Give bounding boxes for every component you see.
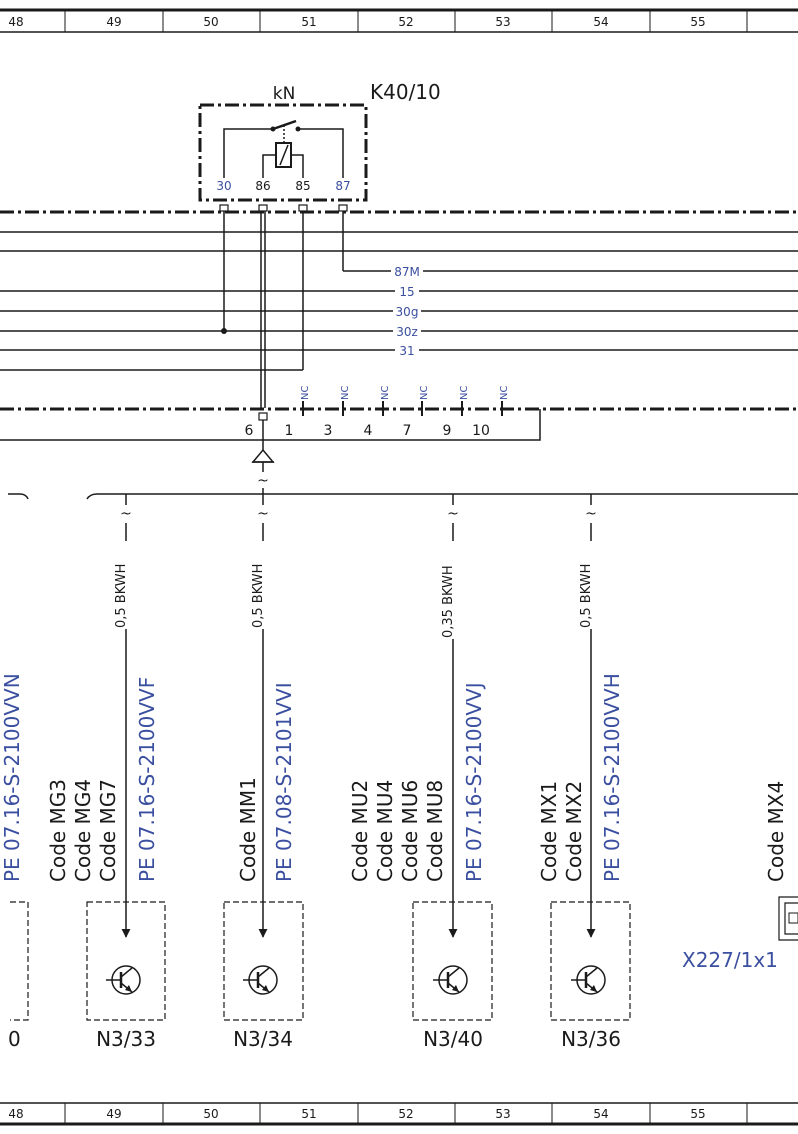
transistor-icon — [106, 965, 141, 995]
code-label: Code MU4 — [373, 780, 397, 882]
code-label: Code MX2 — [562, 781, 586, 882]
wire-gauge-label: 0,5 BKWH — [251, 564, 266, 628]
bus-label-15: 15 — [399, 285, 414, 299]
ruler-col: 51 — [301, 15, 316, 29]
component-n3-34 — [223, 901, 304, 1021]
wire-break-mark: ~ — [447, 506, 459, 522]
reference-link[interactable]: PE 07.16-S-2100VVH — [600, 673, 624, 882]
reference-link[interactable]: PE 07.16-S-2100VVF — [135, 677, 159, 882]
component-name: 0 — [8, 1027, 21, 1051]
component-n3-40 — [412, 901, 493, 1021]
wire-gauge-label: 0,35 BKWH — [441, 565, 456, 638]
code-label: Code MU6 — [398, 780, 422, 882]
nc-label: NC — [340, 386, 351, 400]
code-label: Code MG4 — [71, 779, 95, 882]
ruler-col: 49 — [106, 1107, 121, 1121]
reference-link[interactable]: PE 07.16-S-2100VVJ — [462, 682, 486, 882]
nc-label: NC — [419, 386, 430, 400]
code-label: Code MG7 — [96, 779, 120, 882]
distribution-line — [86, 493, 798, 500]
ruler-col: 54 — [593, 15, 608, 29]
wire-break-mark: ~ — [257, 506, 269, 522]
bus-labels: 87M 15 30g 30z 31 — [391, 265, 423, 358]
relay-pin-86: 86 — [255, 179, 270, 193]
code-label: Code MU8 — [423, 780, 447, 882]
bottom-ruler: 48 49 50 51 52 53 54 55 — [0, 1102, 798, 1126]
ruler-col: 50 — [203, 1107, 218, 1121]
transistor-icon — [571, 965, 606, 995]
ruler-col: 48 — [8, 15, 23, 29]
component-name: N3/40 — [423, 1027, 483, 1051]
wire-gauge-label: 0,5 BKWH — [114, 564, 129, 628]
ruler-col: 55 — [690, 15, 705, 29]
top-ruler: 48 49 50 51 52 53 54 55 — [0, 8, 798, 33]
relay-pin-85: 85 — [295, 179, 310, 193]
bus-label-87m: 87M — [394, 265, 420, 279]
connector-pin: 1 — [285, 423, 294, 439]
connector-pin: 7 — [403, 423, 412, 439]
component-name: N3/36 — [561, 1027, 621, 1051]
component-n3-36 — [550, 901, 631, 1021]
relay-designation: K40/10 — [370, 80, 441, 104]
ruler-col: 53 — [495, 15, 510, 29]
relay-wires — [223, 211, 344, 408]
code-label: Code MX1 — [537, 781, 561, 882]
relay-pin-30: 30 — [216, 179, 231, 193]
relay-kn-label: kN — [273, 84, 296, 104]
branch-point: ~ — [251, 420, 275, 494]
wire-break-mark: ~ — [257, 473, 269, 489]
ruler-col: 48 — [8, 1107, 23, 1121]
bus-label-30z: 30z — [396, 325, 418, 339]
wire-break-mark: ~ — [585, 506, 597, 522]
reference-link[interactable]: PE 07.16-S-2100VVN — [0, 673, 24, 882]
component-name: N3/34 — [233, 1027, 293, 1051]
connector-name-link[interactable]: X227/1x1 — [682, 948, 778, 972]
connector-block: NC NC NC NC NC NC 6 1 3 4 7 9 10 — [0, 386, 541, 441]
bus-label-31: 31 — [399, 344, 414, 358]
distribution-line-left — [8, 493, 29, 500]
code-label: Code MG3 — [46, 779, 70, 882]
nc-label: NC — [459, 386, 470, 400]
nc-label: NC — [499, 386, 510, 400]
ruler-col: 52 — [398, 1107, 413, 1121]
junction-dot — [221, 328, 227, 334]
code-label: Code MM1 — [236, 777, 260, 882]
component-name: N3/33 — [96, 1027, 156, 1051]
connector-pin: 3 — [324, 423, 333, 439]
ruler-col: 54 — [593, 1107, 608, 1121]
ruler-col: 51 — [301, 1107, 316, 1121]
code-label: Code MU2 — [348, 780, 372, 882]
wire-gauge-label: 0,5 BKWH — [579, 564, 594, 628]
transistor-icon — [243, 965, 278, 995]
connector-pin: 4 — [364, 423, 373, 439]
connector-pin: 6 — [245, 423, 254, 439]
ruler-col: 49 — [106, 15, 121, 29]
nc-label: NC — [300, 386, 311, 400]
ruler-col: 52 — [398, 15, 413, 29]
ruler-col: 53 — [495, 1107, 510, 1121]
connector-x227 — [778, 896, 798, 941]
reference-link[interactable]: PE 07.08-S-2101VVI — [272, 682, 296, 882]
component-left-partial — [10, 901, 29, 1021]
wire-break-mark: ~ — [120, 506, 132, 522]
ruler-col: 50 — [203, 15, 218, 29]
transistor-icon — [433, 965, 468, 995]
nc-label: NC — [380, 386, 391, 400]
connector-pin: 9 — [443, 423, 452, 439]
ruler-col: 55 — [690, 1107, 705, 1121]
component-n3-33 — [86, 901, 166, 1021]
code-label: Code MX4 — [764, 781, 788, 882]
connector-pin: 10 — [472, 423, 490, 439]
relay-k40-10: kN K40/10 30 86 85 87 — [198, 80, 441, 212]
bus-label-30g: 30g — [396, 305, 419, 319]
relay-pin-87: 87 — [335, 179, 350, 193]
